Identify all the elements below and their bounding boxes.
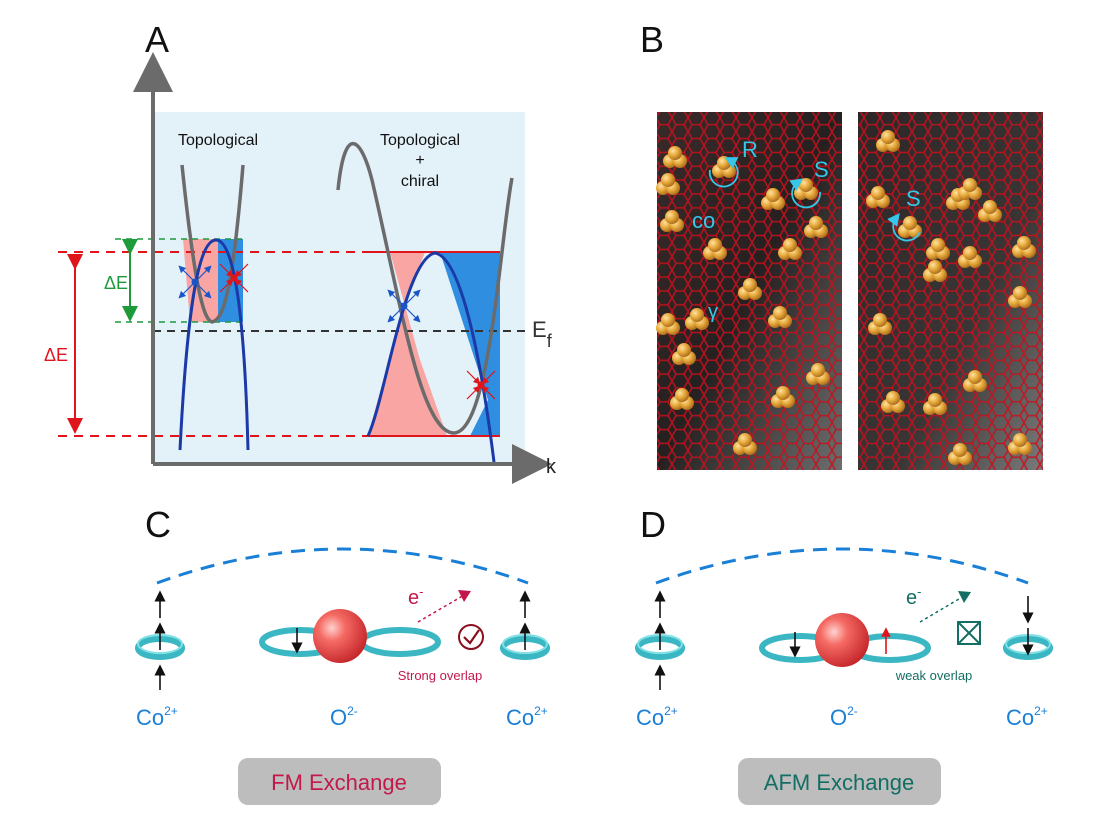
nanoparticle-cluster bbox=[656, 173, 680, 195]
oxygen-orbital-c bbox=[259, 609, 441, 663]
nanoparticle-cluster bbox=[876, 130, 900, 152]
label-s-left: S bbox=[814, 157, 829, 182]
source-node-left bbox=[178, 265, 212, 299]
ion-center-d: O2- bbox=[830, 704, 858, 730]
nanoparticle-cluster bbox=[685, 308, 709, 330]
oxygen-orbital-d bbox=[759, 613, 931, 667]
panel-d-letter: D bbox=[640, 504, 666, 545]
label-gamma: γ bbox=[708, 301, 718, 323]
left-particles bbox=[656, 146, 830, 455]
left-blue-band bbox=[178, 238, 250, 451]
sink-node-left bbox=[219, 263, 249, 293]
electron-label-d: e- bbox=[906, 584, 921, 609]
afm-exchange-label: AFM Exchange bbox=[764, 770, 914, 795]
fermi-label: Ef bbox=[532, 317, 553, 351]
panel-d: D e- weak overlap Co2 bbox=[635, 504, 1053, 805]
fm-exchange-badge bbox=[238, 758, 441, 805]
fm-exchange-label: FM Exchange bbox=[271, 770, 407, 795]
nanoparticle-cluster bbox=[761, 188, 785, 210]
nanoparticle-cluster bbox=[703, 238, 727, 260]
crossed-box-icon bbox=[957, 621, 981, 645]
label-co: co bbox=[692, 208, 715, 233]
sink-node-right bbox=[466, 370, 496, 400]
nanoparticle-cluster bbox=[978, 200, 1002, 222]
right-gray-band bbox=[336, 142, 514, 435]
electron-hop-arrowhead-d bbox=[958, 591, 971, 603]
right-pink-region bbox=[367, 252, 447, 436]
nanoparticle-cluster bbox=[663, 146, 687, 168]
panel-c: C e- Strong o bbox=[135, 504, 550, 805]
ion-right-d: Co2+ bbox=[1006, 704, 1048, 730]
nanoparticle-cluster bbox=[926, 238, 950, 260]
left-gray-band bbox=[180, 164, 245, 324]
label-r: R bbox=[742, 137, 758, 162]
nanoparticle-cluster bbox=[804, 216, 828, 238]
ion-left-c: Co2+ bbox=[136, 704, 178, 730]
nanoparticle-cluster bbox=[733, 433, 757, 455]
rotation-arrow-s-right bbox=[887, 212, 921, 242]
ion-center-c: O2- bbox=[330, 704, 358, 730]
superexchange-arc-d bbox=[655, 547, 1029, 585]
nanoparticle-cluster bbox=[806, 363, 830, 385]
rotation-arrow-s-left bbox=[789, 178, 821, 209]
nanoparticle-cluster bbox=[958, 246, 982, 268]
source-node-right bbox=[387, 289, 421, 323]
large-delta-e-label: ΔE bbox=[44, 345, 68, 365]
nanoparticle-cluster bbox=[768, 306, 792, 328]
electron-label-c: e- bbox=[408, 584, 423, 609]
panel-c-letter: C bbox=[145, 504, 171, 545]
panel-b: B R S S co γ bbox=[640, 19, 1043, 470]
nanoparticle-cluster bbox=[738, 278, 762, 300]
nanoparticle-cluster bbox=[656, 313, 680, 335]
x-axis-label: k bbox=[546, 456, 557, 478]
nanoparticle-cluster bbox=[1008, 433, 1032, 455]
afm-exchange-badge bbox=[738, 758, 941, 805]
nanoparticle-cluster bbox=[672, 343, 696, 365]
rotation-arrow-r bbox=[708, 157, 739, 188]
electron-hop-arrow-c bbox=[417, 593, 467, 623]
nanoparticle-cluster bbox=[881, 391, 905, 413]
ion-left-d: Co2+ bbox=[636, 704, 678, 730]
nanoparticle-cluster bbox=[868, 313, 892, 335]
nanoparticle-cluster bbox=[771, 386, 795, 408]
superexchange-arc bbox=[156, 547, 529, 585]
electron-hop-arrow-d bbox=[919, 595, 965, 623]
left-region-label: Topological bbox=[178, 132, 258, 149]
electron-hop-arrowhead-c bbox=[458, 590, 471, 602]
overlap-label-d: weak overlap bbox=[895, 668, 973, 683]
nanoparticle-cluster bbox=[923, 393, 947, 415]
nanoparticle-cluster bbox=[1012, 236, 1036, 258]
nanoparticle-cluster bbox=[923, 260, 947, 282]
ion-right-c: Co2+ bbox=[506, 704, 548, 730]
panel-a: A k ΔE ΔE Ef bbox=[44, 19, 557, 484]
nanoparticle-cluster bbox=[963, 370, 987, 392]
right-region-label-line2: + bbox=[415, 152, 424, 169]
overlap-label-c: Strong overlap bbox=[398, 668, 483, 683]
check-circle-icon bbox=[458, 624, 484, 650]
nanoparticle-cluster bbox=[1008, 286, 1032, 308]
label-s-right: S bbox=[906, 186, 921, 211]
nanoparticle-cluster bbox=[660, 210, 684, 232]
nanoparticle-cluster bbox=[866, 186, 890, 208]
nanoparticle-cluster bbox=[948, 443, 972, 465]
right-region-label-line3: chiral bbox=[401, 173, 439, 190]
right-particles bbox=[866, 130, 1036, 465]
right-region-label-line1: Topological bbox=[380, 132, 460, 149]
nanoparticle-cluster bbox=[670, 388, 694, 410]
small-delta-e-label: ΔE bbox=[104, 273, 128, 293]
nanoparticle-cluster bbox=[778, 238, 802, 260]
panel-a-letter: A bbox=[145, 19, 169, 60]
panel-b-letter: B bbox=[640, 19, 664, 60]
nanoparticle-cluster bbox=[958, 178, 982, 200]
